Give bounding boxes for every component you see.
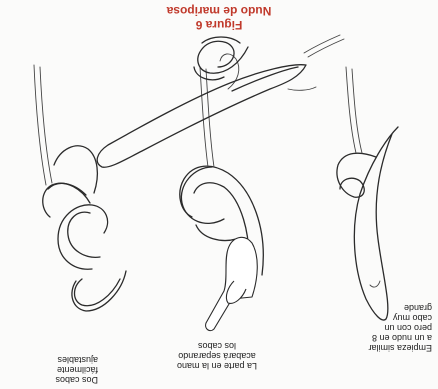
illustration-step-1: [337, 67, 398, 320]
caption-step-3: Dos cabos fácilmente ajustables: [34, 355, 98, 385]
illustration-step-2: [180, 54, 263, 331]
illustration-long-loop: [97, 35, 344, 167]
caption-step-2: La parte en la mano acabará separando lo…: [172, 341, 262, 371]
illustration-step-3: [34, 65, 126, 311]
caption-step-1: Empieza similar a un nudo en 8 pero con …: [366, 303, 432, 353]
